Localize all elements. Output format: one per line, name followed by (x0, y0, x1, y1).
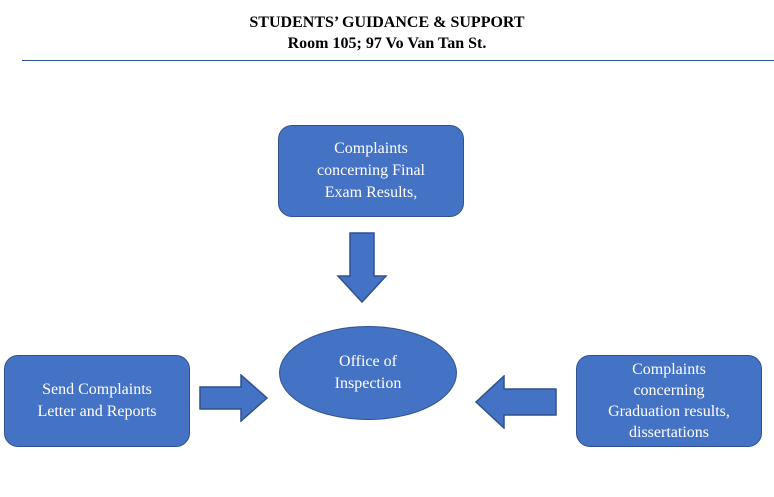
left-complaint-box: Send Complaints Letter and Reports (4, 355, 190, 447)
right-arrow-icon (199, 374, 269, 422)
down-arrow-icon (336, 232, 388, 304)
right-complaint-box: Complaints concerning Graduation results… (576, 355, 762, 447)
header: STUDENTS’ GUIDANCE & SUPPORT Room 105; 9… (0, 12, 774, 54)
header-title: STUDENTS’ GUIDANCE & SUPPORT (249, 14, 525, 31)
office-of-inspection: Office of Inspection (279, 326, 457, 420)
header-divider (22, 60, 774, 61)
left-arrow-icon (474, 375, 557, 429)
top-complaint-box: Complaints concerning Final Exam Results… (278, 125, 464, 217)
header-subtitle: Room 105; 97 Vo Van Tan St. (287, 35, 487, 52)
